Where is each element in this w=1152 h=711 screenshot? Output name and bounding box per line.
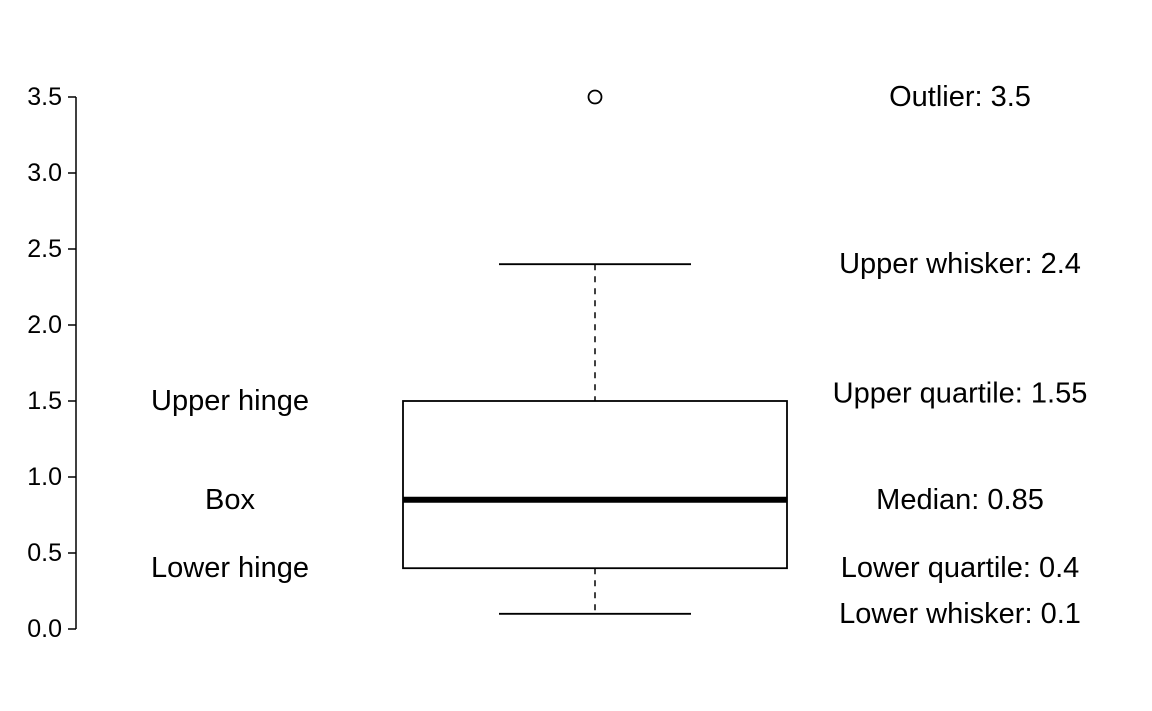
y-tick-label: 2.5 bbox=[27, 235, 62, 263]
right-annotation-label: Lower whisker: 0.1 bbox=[839, 598, 1081, 630]
box-rect bbox=[402, 400, 788, 570]
box-plot bbox=[402, 89, 788, 615]
y-tick-label: 3.5 bbox=[27, 83, 62, 111]
y-tick-label: 0.5 bbox=[27, 539, 62, 567]
outlier-point bbox=[587, 89, 603, 105]
y-tick-label: 3.0 bbox=[27, 159, 62, 187]
y-tick-label: 1.5 bbox=[27, 387, 62, 415]
left-annotation-label: Lower hinge bbox=[151, 552, 309, 584]
y-axis: 0.0 0.5 1.0 1.5 2.0 2.5 3.0 3.5 bbox=[27, 83, 77, 643]
right-annotation-label: Median: 0.85 bbox=[876, 484, 1044, 516]
left-annotation-label: Box bbox=[205, 484, 255, 516]
right-annotation-label: Upper whisker: 2.4 bbox=[839, 248, 1081, 280]
left-annotation-label: Upper hinge bbox=[151, 385, 309, 417]
right-annotation-label: Outlier: 3.5 bbox=[889, 81, 1031, 113]
right-annotation-label: Lower quartile: 0.4 bbox=[841, 552, 1080, 584]
right-annotation-label: Upper quartile: 1.55 bbox=[833, 377, 1088, 409]
y-tick-label: 1.0 bbox=[27, 463, 62, 491]
y-tick-label: 0.0 bbox=[27, 615, 62, 643]
y-tick-label: 2.0 bbox=[27, 311, 62, 339]
